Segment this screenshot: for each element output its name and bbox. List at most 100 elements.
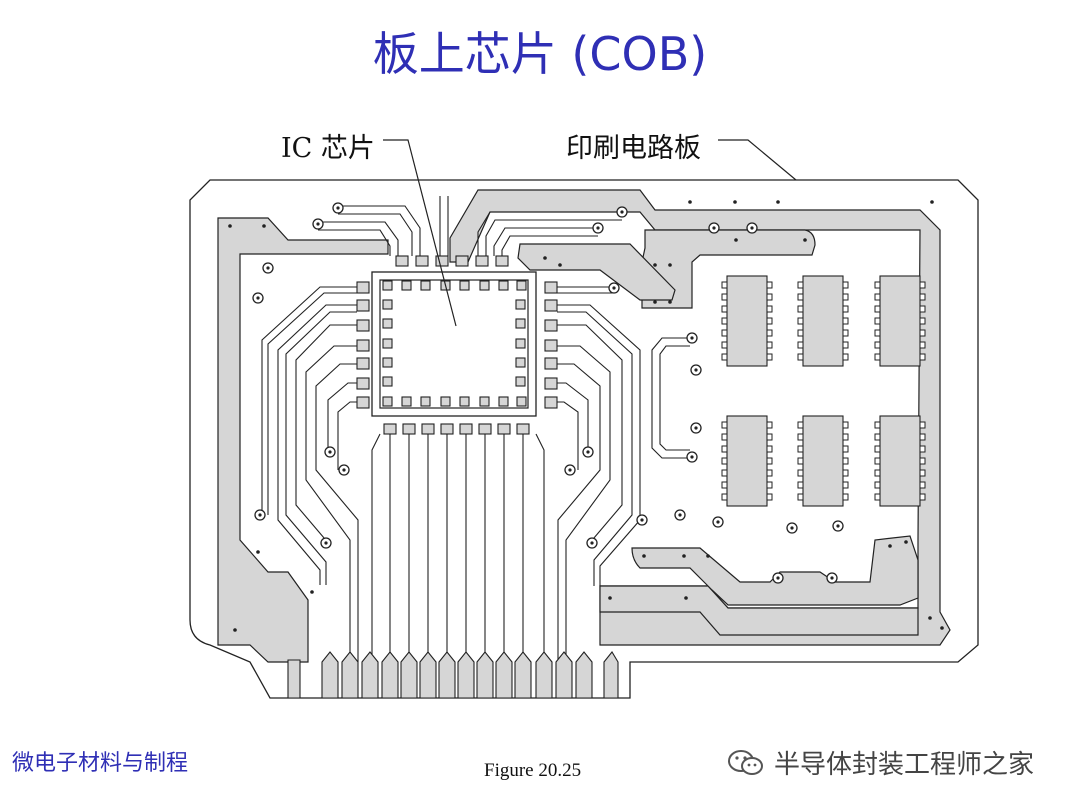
dip-pin xyxy=(919,329,926,337)
pcb-leader-line xyxy=(718,139,797,181)
dip-pin xyxy=(842,293,849,301)
dip-pin xyxy=(919,281,926,289)
dip-pin xyxy=(919,493,926,501)
dip-pin xyxy=(842,281,849,289)
dip-pin xyxy=(721,341,728,349)
dip-pin xyxy=(874,457,881,465)
dip-pin xyxy=(766,469,773,477)
power-trace xyxy=(631,535,919,606)
dip-pin xyxy=(797,469,804,477)
dip-pin xyxy=(842,493,849,501)
dip-pin xyxy=(797,305,804,313)
dip-pin xyxy=(874,493,881,501)
dip-pin xyxy=(842,433,849,441)
dip-pin xyxy=(842,317,849,325)
t-shaped-trace xyxy=(641,229,816,309)
dip-pin xyxy=(842,353,849,361)
dip-pin xyxy=(874,293,881,301)
dip-pin xyxy=(919,469,926,477)
dip-pin xyxy=(797,281,804,289)
dip-pin xyxy=(797,457,804,465)
figure-caption: Figure 20.25 xyxy=(484,760,582,781)
dip-pin xyxy=(766,493,773,501)
dip-pin xyxy=(874,317,881,325)
dip-pin xyxy=(874,281,881,289)
dip-pin xyxy=(842,445,849,453)
dip-pin xyxy=(874,329,881,337)
dip-pin xyxy=(721,353,728,361)
dip-pin xyxy=(919,481,926,489)
page-title: 板上芯片 (COB) xyxy=(372,27,708,81)
dip-pin xyxy=(874,353,881,361)
dip-pin xyxy=(797,481,804,489)
dip-pin xyxy=(797,493,804,501)
dip-pin xyxy=(842,457,849,465)
dip-pin xyxy=(797,421,804,429)
dip-pin xyxy=(766,281,773,289)
dip-pin xyxy=(766,329,773,337)
dip-pin xyxy=(721,469,728,477)
dip-pin xyxy=(797,341,804,349)
dip-pin xyxy=(874,481,881,489)
dip-pin xyxy=(766,317,773,325)
dip-pin xyxy=(721,481,728,489)
dip-pin xyxy=(842,329,849,337)
dip-pin xyxy=(797,329,804,337)
dip-pin xyxy=(721,493,728,501)
dip-pin xyxy=(842,305,849,313)
dip-pin xyxy=(766,445,773,453)
dip-pin xyxy=(842,421,849,429)
ic-chip-inner xyxy=(379,279,529,409)
dip-pin xyxy=(766,341,773,349)
dip-pin xyxy=(874,433,881,441)
dip-pin xyxy=(919,421,926,429)
course-footer: 微电子材料与制程 xyxy=(12,751,189,776)
dip-pin xyxy=(874,469,881,477)
wechat-icon xyxy=(728,749,763,775)
dip-pin xyxy=(721,293,728,301)
dip-pin xyxy=(766,457,773,465)
dip-pin xyxy=(721,445,728,453)
dip-pin xyxy=(797,317,804,325)
dip-pin xyxy=(797,293,804,301)
dip-pin xyxy=(766,353,773,361)
dip-pin xyxy=(919,293,926,301)
dip-pin xyxy=(721,317,728,325)
dip-pin xyxy=(919,445,926,453)
dip-pin xyxy=(874,305,881,313)
dip-pin xyxy=(919,305,926,313)
dip-pin xyxy=(766,421,773,429)
dip-pin xyxy=(919,457,926,465)
dip-pin xyxy=(721,305,728,313)
dip-pin xyxy=(842,341,849,349)
left-copper-pour xyxy=(217,217,389,663)
dip-pin xyxy=(721,329,728,337)
dip-pin xyxy=(797,353,804,361)
dip-pin xyxy=(842,481,849,489)
bottom-right-copper xyxy=(599,585,919,636)
dip-pin xyxy=(766,305,773,313)
dip-pin xyxy=(721,433,728,441)
ic-leader-line xyxy=(383,139,457,327)
dip-pin xyxy=(919,433,926,441)
upper-trace xyxy=(517,243,676,301)
dip-pin xyxy=(797,433,804,441)
dip-pin xyxy=(766,293,773,301)
dip-pin xyxy=(874,341,881,349)
dip-pin xyxy=(874,445,881,453)
ic-chip-label: IC 芯片 xyxy=(281,133,375,164)
dip-pin xyxy=(842,469,849,477)
dip-pin xyxy=(721,457,728,465)
dip-pin xyxy=(919,317,926,325)
dip-pin xyxy=(766,481,773,489)
pcb-label: 印刷电路板 xyxy=(566,133,701,164)
dip-pin xyxy=(721,281,728,289)
dip-pin xyxy=(766,433,773,441)
dip-pin xyxy=(919,353,926,361)
dip-pin xyxy=(874,421,881,429)
watermark-text: 半导体封装工程师之家 xyxy=(774,750,1035,780)
dip-pin xyxy=(919,341,926,349)
dip-pin xyxy=(797,445,804,453)
dip-pin xyxy=(721,421,728,429)
